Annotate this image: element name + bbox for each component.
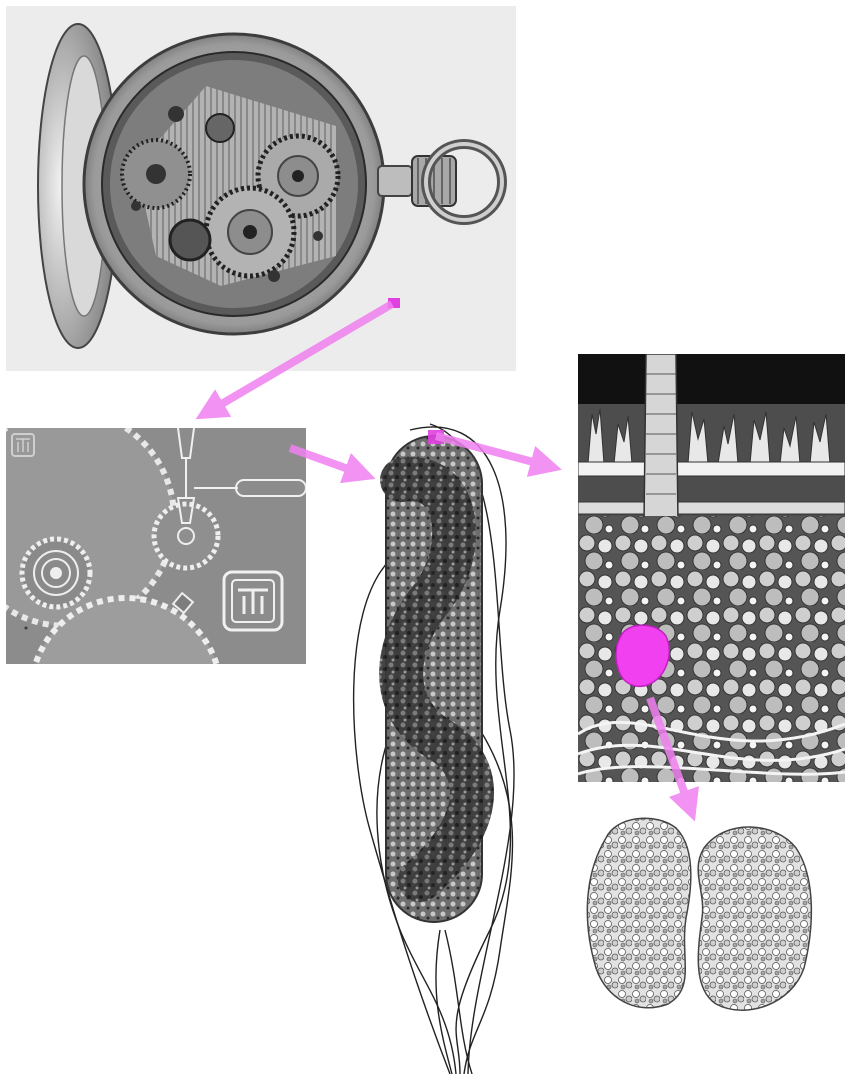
mems-pinion-gear bbox=[154, 504, 218, 568]
cell-interior-image bbox=[578, 354, 845, 782]
ribosome-large-subunit bbox=[698, 827, 811, 1010]
ribosome-small-subunit bbox=[587, 818, 691, 1007]
watch-highlight-marker bbox=[388, 298, 400, 308]
watch-case bbox=[84, 34, 384, 334]
bacterium-highlight-marker bbox=[428, 430, 444, 444]
bacterium-image bbox=[340, 410, 540, 1074]
mems-small-gear bbox=[22, 539, 90, 607]
ribosome-image bbox=[576, 808, 816, 1018]
micro-gears-image bbox=[6, 428, 306, 664]
sandia-logo-icon bbox=[224, 572, 282, 630]
watch-gear bbox=[206, 188, 294, 276]
flagellar-motor bbox=[644, 354, 678, 524]
outer-membrane bbox=[578, 462, 845, 476]
watch-gear bbox=[122, 140, 190, 208]
inner-membrane bbox=[578, 502, 845, 514]
pocket-watch-image bbox=[6, 6, 516, 371]
